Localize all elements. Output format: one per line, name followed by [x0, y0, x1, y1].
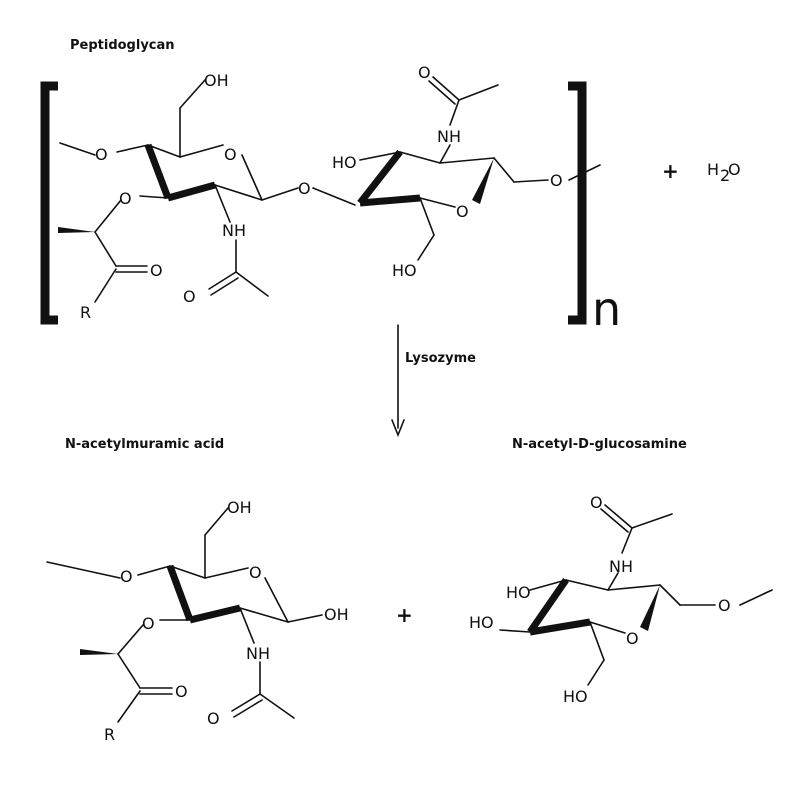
atom-o: O — [207, 709, 220, 728]
atom-o: O — [95, 145, 108, 164]
water-h: H — [707, 160, 719, 179]
plus-sign-bottom: + — [396, 603, 413, 627]
atom-o: O — [718, 596, 731, 615]
water-o: O — [728, 160, 741, 179]
atom-o: O — [418, 63, 431, 82]
repeat-n-label: n — [592, 282, 621, 336]
atom-o: O — [175, 682, 188, 701]
nam-label: N-acetylmuramic acid — [65, 437, 224, 452]
atom-o: O — [590, 493, 603, 512]
nam-structure: O O OH O OH NH O O R — [46, 498, 349, 744]
polymer-bracket-right — [568, 81, 587, 325]
atom-o: O — [119, 189, 132, 208]
atom-nh: NH — [437, 127, 461, 146]
atom-r: R — [104, 725, 115, 744]
atom-oh: OH — [227, 498, 252, 517]
water-subscript: 2 — [720, 166, 730, 185]
atom-o: O — [142, 614, 155, 633]
atom-nh: NH — [222, 221, 246, 240]
water-formula: H 2 O — [707, 160, 741, 185]
atom-o: O — [249, 563, 262, 582]
atom-ho: HO — [392, 261, 417, 280]
atom-ho: HO — [469, 613, 494, 632]
atom-oh: OH — [204, 71, 229, 90]
atom-nh: NH — [246, 644, 270, 663]
nag-label: N-acetyl-D-glucosamine — [512, 437, 687, 452]
peptidoglycan-label: Peptidoglycan — [70, 38, 175, 53]
atom-o: O — [150, 261, 163, 280]
atom-o: O — [224, 145, 237, 164]
lysozyme-label: Lysozyme — [405, 351, 476, 366]
atom-ho: HO — [563, 687, 588, 706]
atom-oh: OH — [324, 605, 349, 624]
plus-sign-top: + — [662, 159, 679, 183]
peptidoglycan-murnac-ring: O O OH O NH O O R — [58, 71, 299, 322]
atom-r: R — [80, 303, 91, 322]
atom-o: O — [626, 629, 639, 648]
reaction-arrow — [391, 324, 405, 438]
glycosidic-oxygen: O — [298, 179, 311, 198]
atom-o: O — [550, 171, 563, 190]
polymer-bracket-left — [40, 81, 58, 325]
peptidoglycan-glcnac-ring: HO O HO NH O O — [332, 63, 601, 280]
atom-o: O — [183, 287, 196, 306]
nag-structure: HO HO O HO NH O O — [469, 493, 773, 706]
atom-ho: HO — [332, 153, 357, 172]
atom-ho: HO — [506, 583, 531, 602]
atom-o: O — [120, 567, 133, 586]
atom-nh: NH — [609, 557, 633, 576]
atom-o: O — [456, 202, 469, 221]
